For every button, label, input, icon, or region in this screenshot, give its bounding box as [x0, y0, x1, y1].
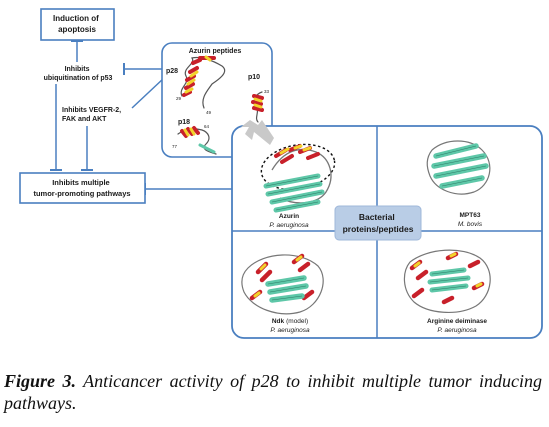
- residue-49: 49: [206, 110, 212, 115]
- zoom-arrow-icon: [241, 120, 274, 145]
- apoptosis-line-1: Induction of: [53, 14, 99, 23]
- peptides-title: Azurin peptides: [189, 48, 242, 55]
- svg-text:Induction of apoptosis: Induction of apoptosis: [53, 14, 101, 34]
- apoptosis-box: Induction of apoptosis: [40, 8, 115, 41]
- ndk-organism: P. aeruginosa: [270, 327, 310, 334]
- arginine-deiminase-structure: [403, 249, 491, 313]
- p10-ribbon: [251, 91, 264, 123]
- pathways-line-2: tumor-promoting pathways: [33, 189, 130, 198]
- arginine-deiminase-name: Arginine deiminase: [427, 318, 487, 325]
- p28-ribbon: [180, 55, 226, 109]
- mpt63-name: MPT63: [460, 212, 481, 219]
- azurin-name: Azurin: [279, 213, 299, 220]
- apoptosis-line-2: apoptosis: [58, 25, 96, 34]
- label-p28: p28: [166, 68, 178, 75]
- p53-annotation: Inhibits ubiquitination of p53: [44, 66, 113, 82]
- caption-text: Anticancer activity of p28 to inhibit mu…: [4, 371, 542, 413]
- caption-label: Figure 3.: [4, 371, 76, 391]
- peptide-to-vegfr-line: [131, 77, 165, 109]
- bacterial-proteins-panel: Azurin P. aeruginosa MPT63 M. bovis Ndk(…: [231, 120, 543, 339]
- arginine-deiminase-organism: P. aeruginosa: [437, 327, 477, 334]
- vegfr-annotation: Inhibits VEGFR-2, FAK and AKT: [62, 107, 123, 123]
- label-p10: p10: [248, 74, 260, 81]
- residue-64: 64: [204, 124, 210, 129]
- svg-text:Inhibits multiple tumor-: Inhibits multiple tumor-promoting pathwa…: [33, 178, 130, 198]
- ndk-structure: [241, 253, 324, 315]
- azurin-structure: [260, 143, 336, 213]
- azurin-organism: P. aeruginosa: [269, 222, 309, 229]
- residue-33: 33: [264, 89, 270, 94]
- figure-caption: Figure 3. Anticancer activity of p28 to …: [4, 370, 542, 414]
- p18-ribbon: [177, 126, 217, 155]
- pathways-box: Inhibits multiple tumor-promoting pathwa…: [19, 172, 146, 204]
- center-label-box: [334, 205, 422, 241]
- ndk-name: Ndk(model): [272, 318, 308, 325]
- center-label: Bacterial proteins/peptides: [343, 212, 414, 234]
- residue-77: 77: [172, 144, 178, 149]
- pathways-line-1: Inhibits multiple: [52, 178, 110, 187]
- mpt63-organism: M. bovis: [458, 221, 483, 228]
- label-p18: p18: [178, 119, 190, 126]
- inhibition-lines: [50, 40, 232, 195]
- mpt63-structure: [426, 140, 491, 195]
- residue-29: 29: [176, 96, 182, 101]
